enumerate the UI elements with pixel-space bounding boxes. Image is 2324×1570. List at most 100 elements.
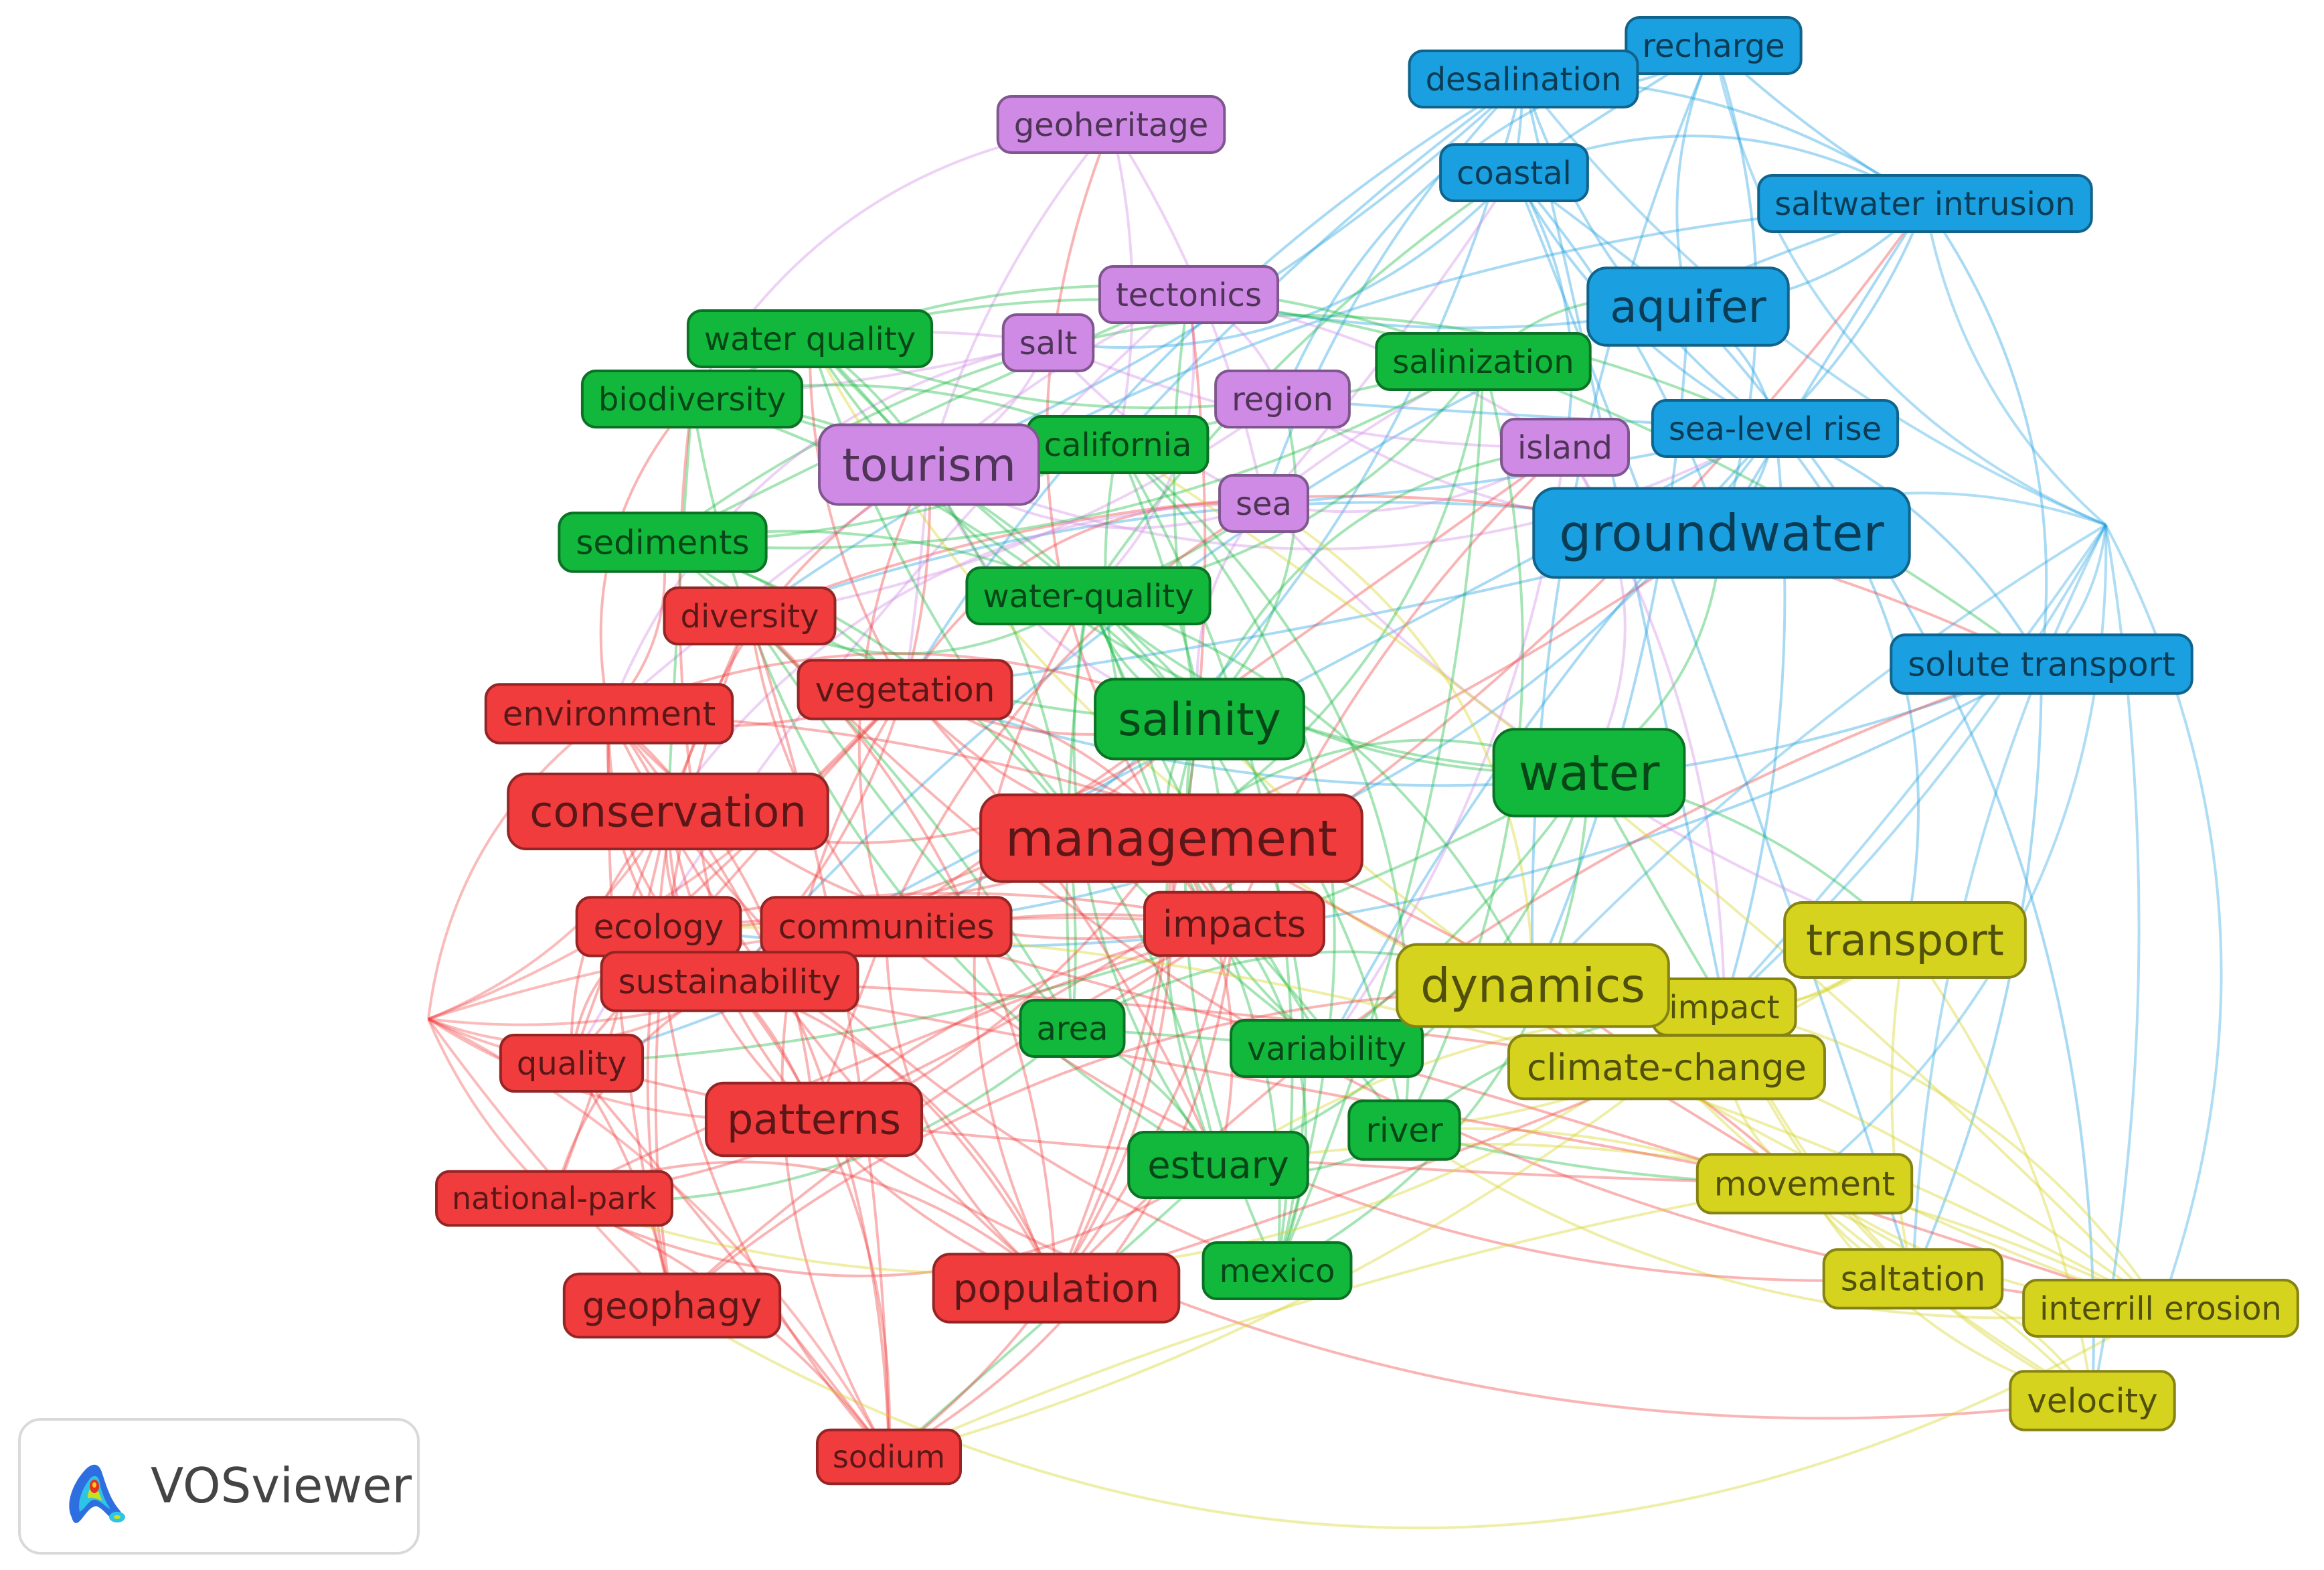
node-label: area (1036, 1010, 1108, 1048)
edge (1720, 202, 1926, 534)
node-movement[interactable]: movement (1695, 1153, 1914, 1214)
node-box (1214, 370, 1351, 428)
node-aquifer[interactable]: aquifer (1586, 266, 1790, 347)
edge (427, 712, 610, 1020)
node-population[interactable]: population (932, 1253, 1181, 1324)
node-saltwater-intrusion[interactable]: saltwater intrusion (1757, 174, 2093, 233)
node-box (1201, 1241, 1353, 1300)
node-estuary[interactable]: estuary (1127, 1131, 1309, 1199)
node-recharge[interactable]: recharge (1625, 16, 1803, 75)
node-quality[interactable]: quality (499, 1034, 645, 1093)
node-sustainability[interactable]: sustainability (600, 951, 859, 1012)
node-label: sediments (576, 524, 749, 562)
node-patterns[interactable]: patterns (704, 1081, 924, 1158)
node-label: dynamics (1420, 959, 1645, 1014)
edge (1170, 361, 1485, 840)
node-dynamics[interactable]: dynamics (1396, 943, 1670, 1028)
node-label: desalination (1426, 61, 1622, 98)
node-coastal[interactable]: coastal (1439, 143, 1589, 202)
node-california[interactable]: california (1026, 415, 1210, 474)
edge (1262, 78, 1525, 504)
node-biodiversity[interactable]: biodiversity (580, 370, 804, 428)
node-ecology[interactable]: ecology (575, 896, 742, 957)
node-box (2022, 1279, 2299, 1338)
edge (671, 1304, 2162, 1530)
node-tourism[interactable]: tourism (818, 423, 1040, 506)
node-box (996, 95, 1226, 154)
edge (1116, 78, 1525, 446)
edge (904, 688, 1220, 1166)
node-sediments[interactable]: sediments (558, 512, 768, 573)
node-box (1586, 266, 1790, 347)
edge (1276, 361, 1485, 1271)
node-area[interactable]: area (1019, 999, 1126, 1058)
node-salinity[interactable]: salinity (1094, 678, 1305, 761)
node-conservation[interactable]: conservation (507, 773, 829, 850)
node-geoheritage[interactable]: geoheritage (996, 95, 1226, 154)
node-tectonics[interactable]: tectonics (1098, 265, 1280, 324)
node-diversity[interactable]: diversity (663, 586, 837, 645)
edge (1724, 1006, 2162, 1310)
node-label: tectonics (1116, 277, 1262, 314)
node-box (1757, 174, 2093, 233)
node-label: impacts (1163, 903, 1306, 945)
node-box (580, 370, 804, 428)
node-box (1500, 418, 1630, 477)
node-transport[interactable]: transport (1783, 901, 2027, 979)
node-box (1492, 728, 1686, 817)
node-label: estuary (1147, 1144, 1289, 1188)
node-desalination[interactable]: desalination (1408, 50, 1639, 108)
node-region[interactable]: region (1214, 370, 1351, 428)
node-box (562, 1272, 782, 1339)
node-saltation[interactable]: saltation (1822, 1248, 2004, 1310)
edge (1072, 595, 1220, 1166)
node-climate-change[interactable]: climate-change (1507, 1034, 1826, 1101)
node-sea-level-rise[interactable]: sea-level rise (1651, 399, 1900, 458)
edge (667, 502, 1264, 813)
edge (608, 712, 815, 1120)
node-groundwater[interactable]: groundwater (1532, 487, 1911, 579)
node-label: aquifer (1610, 281, 1766, 333)
edge (1513, 171, 1573, 448)
node-vegetation[interactable]: vegetation (797, 659, 1013, 720)
edge (884, 926, 1058, 1289)
node-box (1439, 143, 1589, 202)
node-label: island (1517, 429, 1612, 467)
edge (748, 202, 1926, 617)
node-environment[interactable]: environment (484, 683, 734, 744)
node-river[interactable]: river (1347, 1099, 1461, 1161)
node-label: interrill erosion (2040, 1290, 2282, 1328)
node-interrill-erosion[interactable]: interrill erosion (2022, 1279, 2299, 1338)
edge (667, 810, 1278, 1272)
node-box (499, 1034, 645, 1093)
node-impact[interactable]: impact (1651, 977, 1797, 1036)
node-salinization[interactable]: salinization (1375, 332, 1592, 391)
node-sea[interactable]: sea (1218, 474, 1309, 533)
node-solute-transport[interactable]: solute transport (1890, 633, 2193, 695)
node-impacts[interactable]: impacts (1143, 890, 1325, 957)
node-island[interactable]: island (1500, 418, 1630, 477)
node-communities[interactable]: communities (760, 896, 1013, 957)
node-geophagy[interactable]: geophagy (562, 1272, 782, 1339)
edge (1531, 524, 2107, 987)
edge (1055, 923, 1236, 1289)
node-label: water-quality (983, 578, 1193, 615)
node-sodium[interactable]: sodium (815, 1428, 963, 1486)
node-box (704, 1081, 924, 1158)
node-management[interactable]: management (979, 793, 1363, 883)
node-mexico[interactable]: mexico (1201, 1241, 1353, 1300)
node-box (1229, 1019, 1424, 1078)
node-national-park[interactable]: national-park (435, 1170, 673, 1227)
node-box (1001, 313, 1095, 372)
node-water[interactable]: water (1492, 728, 1686, 817)
node-label: vegetation (815, 671, 995, 710)
edge (554, 923, 1235, 1200)
node-label: environment (503, 695, 716, 734)
node-velocity[interactable]: velocity (2009, 1370, 2176, 1431)
node-water-quality-2[interactable]: water-quality (965, 566, 1212, 625)
node-box (435, 1170, 673, 1227)
node-salt[interactable]: salt (1001, 313, 1095, 372)
edge (885, 502, 1265, 927)
node-water-quality-1[interactable]: water quality (686, 309, 934, 368)
node-variability[interactable]: variability (1229, 1019, 1424, 1078)
